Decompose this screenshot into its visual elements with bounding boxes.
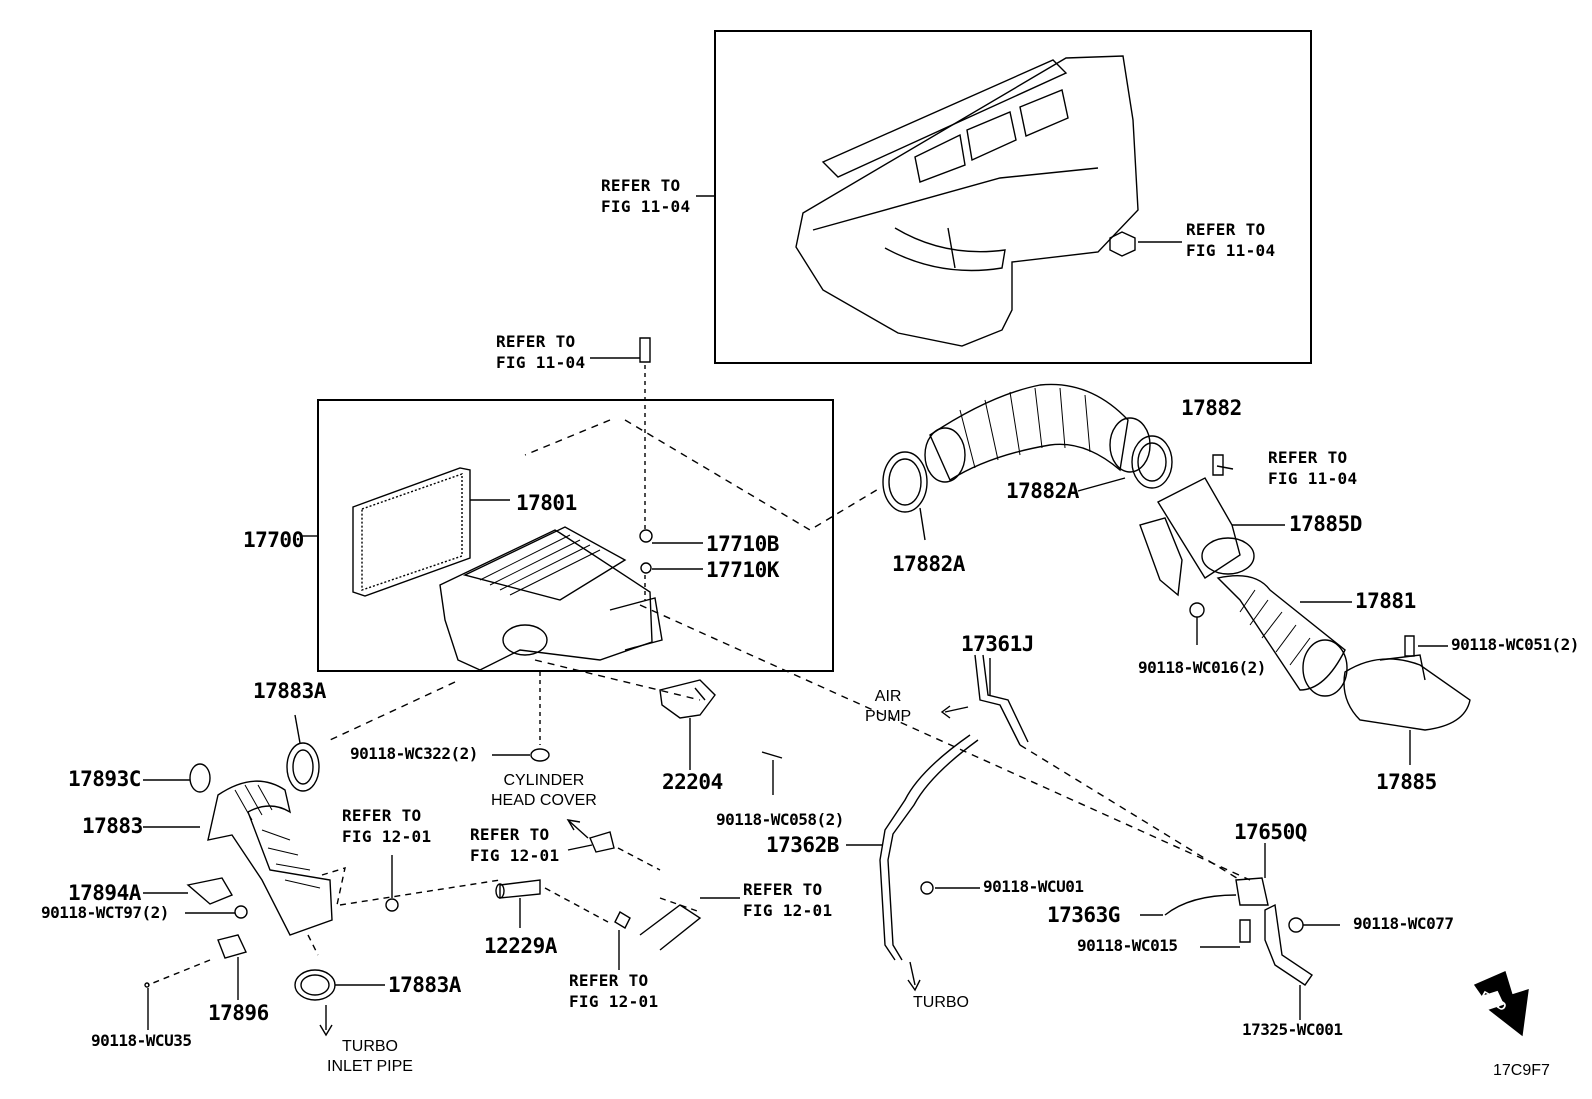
vent-fitting [589,831,615,853]
part-17710k: 17710K [706,558,779,582]
refer-label-clip-bottom: REFER TO FIG 12-01 [569,971,659,1011]
bracket-17885d [1139,517,1183,597]
refer-label-vent: REFER TO FIG 12-01 [470,825,560,865]
fastener-wct97: 90118-WCT97(2) [41,903,169,922]
hose-17885d [1157,477,1255,579]
clamp-17882a-left [882,451,928,513]
part-17882a-right: 17882A [1006,479,1079,503]
refer-label-hose: REFER TO FIG 12-01 [743,880,833,920]
part-17801: 17801 [516,491,577,515]
grommet-17710k [640,562,652,574]
fastener-wc051: 90118-WC051(2) [1451,635,1579,654]
clip-12-01b [614,911,631,929]
bracket-17896 [217,934,247,959]
part-17883a-bottom: 17883A [388,973,461,997]
fwd-arrow [1473,971,1529,1037]
hose-17881 [1216,575,1348,697]
part-17896: 17896 [208,1001,269,1025]
part-17894a: 17894A [68,881,141,905]
refer-label-clip: REFER TO FIG 12-01 [342,806,432,846]
air-cleaner-case [439,526,663,671]
hose-17882 [924,383,1151,483]
part-12229a: 12229A [484,934,557,958]
clip-wct97 [234,905,248,919]
refer-label-cover-nut: REFER TO FIG 11-04 [1186,220,1276,260]
grommet-wc322 [530,748,550,762]
fastener-wc058: 90118-WC058(2) [716,810,844,829]
part-17650q: 17650Q [1234,820,1307,844]
note-air-pump: AIR PUMP [865,688,912,725]
part-17710b: 17710B [706,532,779,556]
fastener-wc322: 90118-WC322(2) [350,744,478,763]
engine-cover [795,55,1139,347]
refer-label-cover: REFER TO FIG 11-04 [601,176,691,216]
hose-17883 [207,780,333,936]
part-22204: 22204 [662,770,723,794]
bolt-wc016 [1189,602,1205,618]
part-17882a-left: 17882A [892,552,965,576]
refer-label-bolt: REFER TO FIG 11-04 [496,332,586,372]
screw-wc058 [761,751,783,759]
fastener-wcu01: 90118-WCU01 [983,877,1084,896]
part-17362b: 17362B [766,833,839,857]
cap-17894a [186,877,234,905]
figure-code: 17C9F7 [1493,1062,1550,1079]
note-cylinder-head-cover: CYLINDER HEAD COVER [491,772,597,809]
air-filter-element [352,467,471,597]
fastener-wc077: 90118-WC077 [1353,914,1454,933]
clip-12-01 [385,898,399,912]
clip-wcu01 [920,881,934,895]
clamp-17883a-bottom [294,969,336,1001]
part-17881: 17881 [1355,589,1416,613]
part-17883: 17883 [82,814,143,838]
fastener-wc001: 17325-WC001 [1242,1020,1343,1039]
part-17893c: 17893C [68,767,141,791]
bracket-17325 [1264,903,1313,986]
clamp-17883a-top [286,742,320,792]
bolt-wc051 [1404,635,1415,657]
part-17361j: 17361J [961,632,1034,656]
part-17885: 17885 [1376,770,1437,794]
note-turbo-inlet-pipe: TURBO INLET PIPE [327,1038,413,1075]
cover-nut [1109,231,1136,257]
bolt-refer-1104 [1212,454,1224,476]
refer-label-hose-bolt: REFER TO FIG 11-04 [1268,448,1358,488]
cap-17893c [189,763,211,793]
part-17363g: 17363G [1047,903,1120,927]
refer-bolt [639,337,651,363]
part-17882: 17882 [1181,396,1242,420]
fastener-wc015: 90118-WC015 [1077,936,1178,955]
engine-cover-frame [714,30,1312,364]
note-turbo: TURBO [913,994,969,1011]
pipe-12229a [495,879,541,899]
tube-17362b [879,734,979,961]
part-17883a-top: 17883A [253,679,326,703]
bolt-wc015 [1239,919,1251,943]
nut-wc077 [1288,917,1304,933]
hose-17363g [1164,894,1237,916]
valve-17650q [1235,877,1269,906]
fastener-wcu35: 90118-WCU35 [91,1031,192,1050]
part-17700: 17700 [243,528,304,552]
tube-17361j [974,654,1029,746]
clamp-17882a-right [1131,435,1173,489]
hose-12-01 [639,904,702,951]
sensor-22204 [659,679,716,719]
fastener-wc016: 90118-WC016(2) [1138,658,1266,677]
duct-17885 [1343,654,1471,731]
part-17885d: 17885D [1289,512,1362,536]
grommet-17710b [639,529,653,543]
